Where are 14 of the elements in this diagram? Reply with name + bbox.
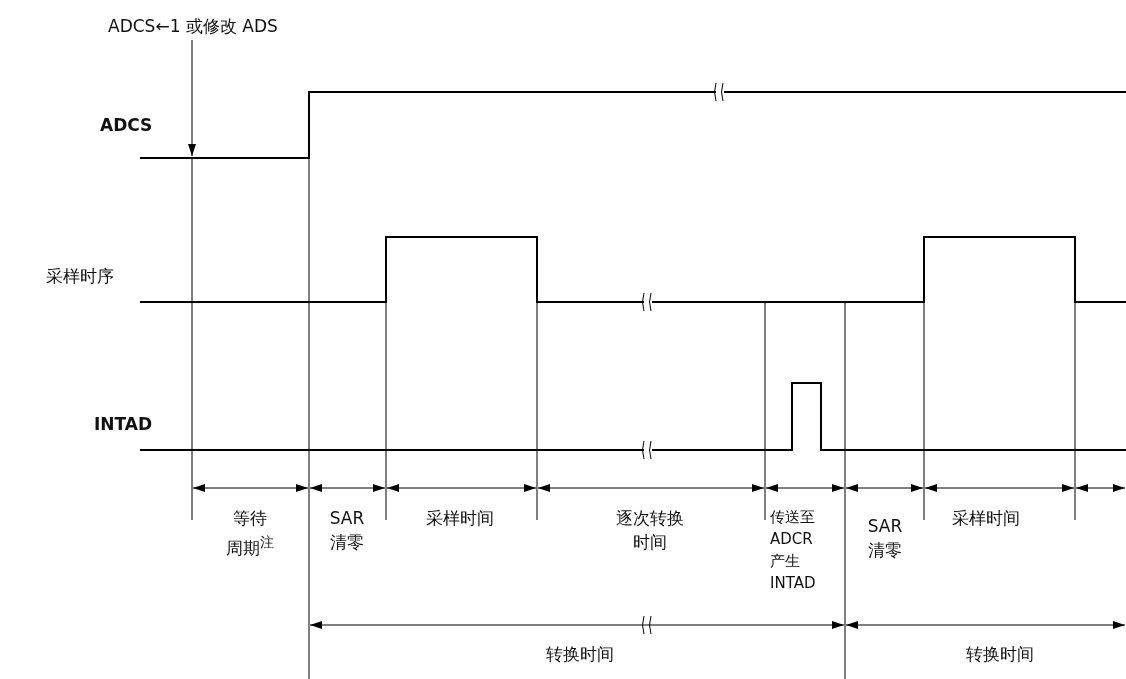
- interval-label: 逐次转换时间: [615, 507, 685, 554]
- signal-name: INTAD: [94, 413, 154, 436]
- callout-text: ADCS←1 或修改 ADS: [108, 14, 278, 38]
- interval-label: 传送至 ADCR 产生 INTAD: [770, 507, 817, 594]
- leader-arrow: [188, 39, 196, 157]
- interval-label: SAR 清零: [328, 507, 366, 554]
- signal-name: 采样时序: [46, 265, 115, 288]
- interval-label: 采样时间: [951, 507, 1021, 530]
- interval-label: 转换时间: [545, 643, 615, 666]
- interval-label: 转换时间: [965, 643, 1035, 666]
- interval-label: 采样时间: [425, 507, 495, 530]
- interval-label: 等待周期$^{注}$: [226, 507, 274, 560]
- interval-label: SAR 清零: [866, 515, 904, 562]
- signal-name: ADCS: [100, 114, 154, 137]
